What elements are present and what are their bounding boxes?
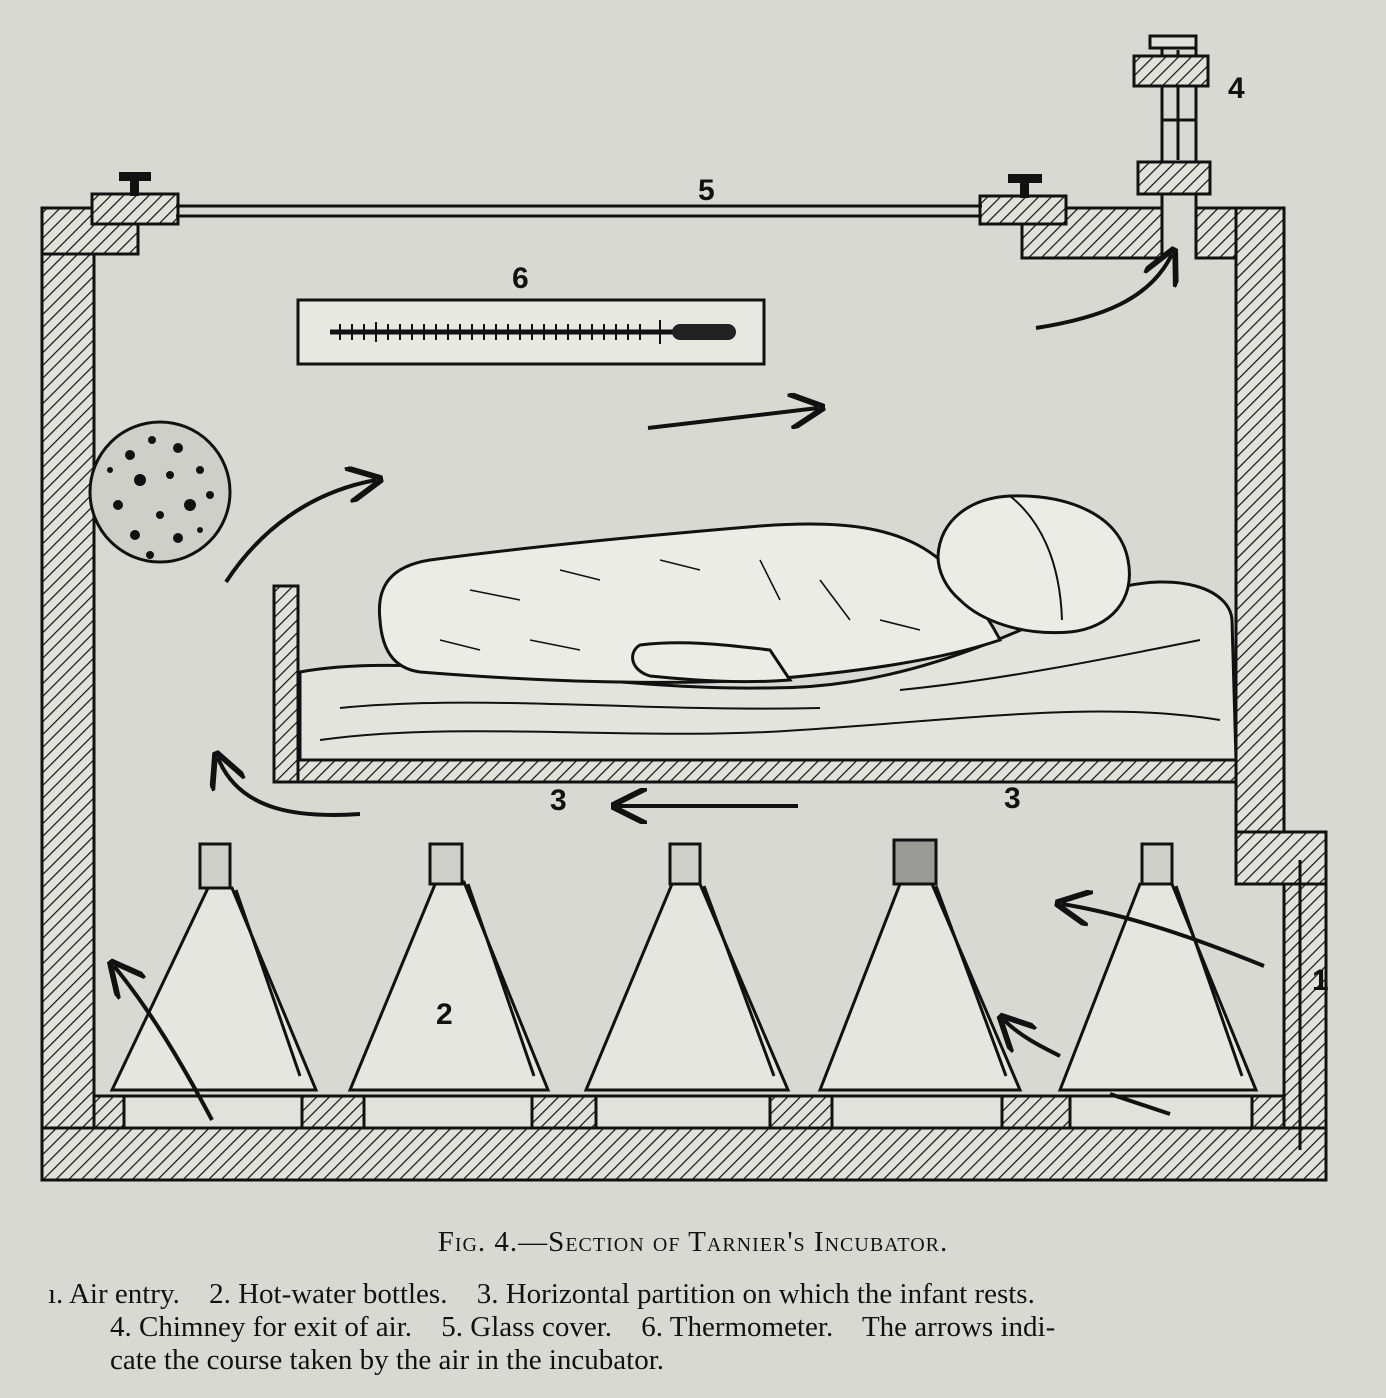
floor: [40, 1126, 1328, 1182]
legend-item: cate the course taken by the air in the …: [110, 1344, 665, 1376]
arrow-inlet: [1062, 904, 1265, 968]
legend-row-2: 4. Chimney for exit of air. 5. Glass cov…: [48, 1311, 1338, 1344]
sponge: [88, 420, 232, 564]
legend-item: 3. Horizontal partition on which the inf…: [476, 1278, 1035, 1310]
arrow-sponge: [224, 480, 376, 584]
incubator-diagram: 1 2 3 3 4 5 6: [40, 34, 1329, 1182]
bottle-3: [583, 842, 791, 1092]
bottle-5: [1057, 842, 1259, 1092]
hot-water-bottles: [109, 838, 1259, 1092]
bottle-2: [347, 842, 551, 1092]
glass-cover: [90, 172, 1068, 226]
incubator-walls: [40, 206, 1328, 1182]
label-partition-left: 3: [550, 784, 567, 817]
legend-item: 4. Chimney for exit of air.: [110, 1311, 413, 1343]
legend-item: 5. Glass cover.: [441, 1311, 613, 1343]
airflow-arrows: [114, 254, 1265, 1121]
bottle-1: [109, 842, 319, 1092]
arrow-bottle1: [114, 966, 214, 1121]
arrow-top: [647, 408, 818, 430]
infant: [298, 494, 1238, 762]
figure-legend: ı. Air entry. 2. Hot-water bottles. 3. H…: [48, 1278, 1338, 1377]
bottle-4: [817, 838, 1023, 1092]
thermometer: [296, 298, 766, 366]
label-glass-cover: 5: [698, 174, 715, 207]
figure-caption: Fig. 4.—Section of Tarnier's Incubator.: [437, 1226, 949, 1258]
label-chimney: 4: [1228, 72, 1245, 105]
bottle-stand-strip: [92, 1094, 1286, 1130]
label-bottles: 2: [436, 998, 453, 1031]
legend-item: The arrows indi-: [861, 1311, 1056, 1343]
arrow-left-up: [218, 758, 361, 817]
right-wall: [1234, 206, 1286, 886]
legend-row-3: cate the course taken by the air in the …: [48, 1344, 1338, 1377]
left-wall: [40, 206, 96, 1182]
legend-item: 6. Thermometer.: [641, 1311, 834, 1343]
label-thermometer: 6: [512, 262, 529, 295]
label-partition-right: 3: [1004, 782, 1021, 815]
arrow-chimney: [1035, 254, 1172, 330]
chimney: [1132, 34, 1212, 258]
legend-row-1: ı. Air entry. 2. Hot-water bottles. 3. H…: [48, 1278, 1338, 1311]
legend-item: 2. Hot-water bottles.: [209, 1278, 448, 1310]
legend-item: ı. Air entry.: [48, 1278, 180, 1310]
horizontal-partition: [272, 584, 1238, 784]
label-air-entry: 1: [1312, 964, 1329, 997]
arrow-bottle-gap: [1004, 1020, 1061, 1058]
